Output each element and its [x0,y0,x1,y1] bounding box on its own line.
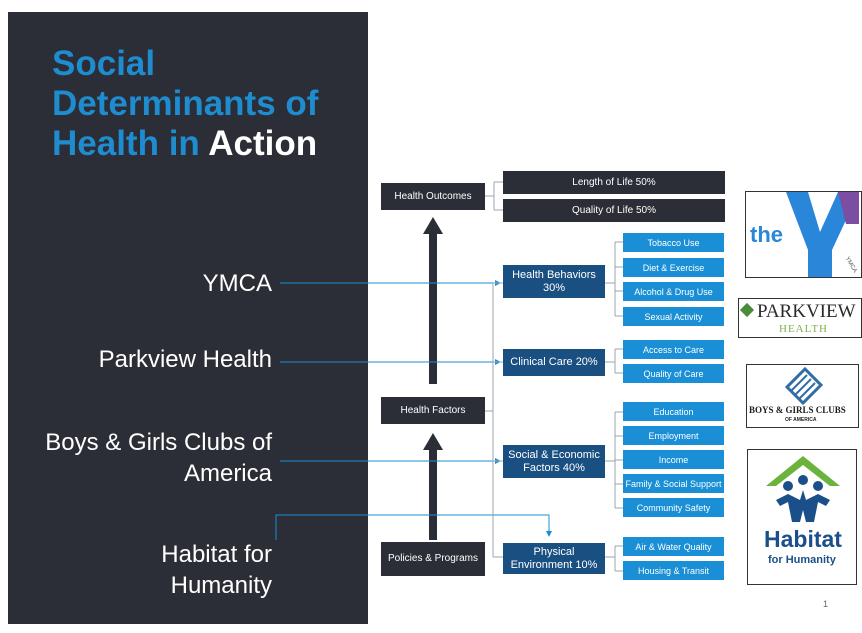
slide-title: Social Determinants of Health in Action [52,44,352,164]
ymca-logo-graphic [786,192,859,277]
title-panel [8,12,368,624]
item-air-water-quality: Air & Water Quality [623,537,724,556]
title-line-1: Social [52,44,156,83]
page-number: 1 [823,599,829,609]
item-alcohol-drug-use: Alcohol & Drug Use [623,282,724,301]
item-access-to-care: Access to Care [623,340,724,359]
bgca-logo-sub: OF AMERICA [785,417,817,423]
habitat-logo-graphic [766,456,840,522]
policies-programs-box: Policies & Programs [381,542,485,576]
bgca-logo-text: BOYS & GIRLS CLUBS [749,405,846,415]
item-housing-transit: Housing & Transit [623,561,724,580]
arrow-shaft-upper [429,232,437,384]
org-parkview-health: Parkview Health [98,346,272,373]
habitat-logo: Habitat for Humanity [747,449,857,585]
parkview-logo-mark [739,302,755,318]
health-factors-box: Health Factors [381,397,485,424]
bgca-logo: BOYS & GIRLS CLUBS OF AMERICA [746,364,859,428]
item-income: Income [623,450,724,469]
item-sexual-activity: Sexual Activity [623,307,724,326]
parkview-logo-sub: HEALTH [779,323,828,335]
item-employment: Employment [623,426,724,445]
title-line-2: Determinants of [52,84,319,123]
item-diet-exercise: Diet & Exercise [623,258,724,277]
connector-habitat [275,514,552,540]
org-habitat: Habitat for Humanity [161,541,272,599]
item-tobacco-use: Tobacco Use [623,233,724,252]
title-accent: Action [208,124,318,163]
factor-social-economic: Social & Economic Factors 40% [503,445,605,478]
outcome-quality-of-life: Quality of Life 50% [503,199,725,222]
factors-bracket [485,282,503,558]
factor-health-behaviors: Health Behaviors 30% [503,265,605,298]
org-boys-girls-clubs: Boys & Girls Clubs of America [45,429,272,487]
ymca-logo: the YMCA [745,191,862,278]
arrow-head-lower [423,433,443,450]
item-family-social-support: Family & Social Support [623,474,724,493]
outcome-length-of-life: Length of Life 50% [503,171,725,194]
bgca-logo-graphic [784,366,824,406]
habitat-logo-text: Habitat [764,526,842,552]
item-brackets [605,241,623,572]
factor-physical-environment: Physical Environment 10% [503,543,605,574]
title-line-3: Health in [52,124,200,163]
arrow-head-upper [423,217,443,234]
health-outcomes-box: Health Outcomes [381,183,485,210]
parkview-logo-text: PARKVIEW [757,301,856,322]
org-ymca: YMCA [202,270,272,297]
item-education: Education [623,402,724,421]
item-community-safety: Community Safety [623,498,724,517]
parkview-logo: PARKVIEW HEALTH [738,298,862,338]
item-quality-of-care: Quality of Care [623,364,724,383]
factor-clinical-care: Clinical Care 20% [503,349,605,376]
habitat-logo-sub: for Humanity [768,554,836,566]
outcomes-bracket [485,181,503,211]
ymca-logo-text: the [750,222,783,247]
arrow-shaft-lower [429,448,437,540]
